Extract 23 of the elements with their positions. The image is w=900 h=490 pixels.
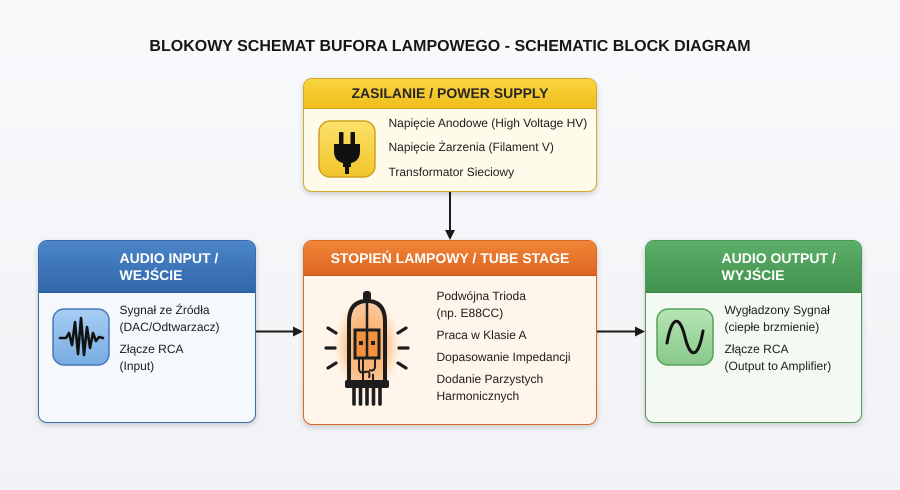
item-text: Podwójna Trioda (np. E88CC) — [436, 288, 526, 322]
item-text: Złącze RCA (Output to Amplifier) — [724, 340, 832, 374]
item-text: Dodanie Parzystych Harmonicznych — [436, 370, 544, 404]
arrow — [256, 326, 303, 336]
item-text: Sygnał ze Źródła (DAC/Odtwarzacz) — [120, 302, 220, 336]
item-text: Napięcie Żarzenia (Filament V) — [388, 139, 554, 156]
item-text: Praca w Klasie A — [436, 326, 527, 344]
block-heading: AUDIO OUTPUT / WYJŚCIE — [722, 250, 836, 284]
block-card — [303, 78, 597, 192]
item-text: Wygładzony Sygnał (ciepłe brzmienie) — [724, 302, 830, 336]
block-heading: AUDIO INPUT / WEJŚCIE — [120, 250, 218, 284]
block-card — [38, 240, 256, 423]
arrow — [597, 326, 645, 336]
diagram-title: BLOKOWY SCHEMAT BUFORA LAMPOWEGO - SCHEMATIC BLOCK DIAGRAM — [149, 37, 751, 56]
arrow — [445, 192, 455, 240]
block-heading: ZASILANIE / POWER SUPPLY — [351, 85, 549, 102]
item-text: Złącze RCA (Input) — [120, 340, 184, 374]
item-text: Dopasowanie Impedancji — [436, 348, 571, 366]
block-heading: STOPIEŃ LAMPOWY / TUBE STAGE — [330, 250, 570, 266]
block-card — [303, 240, 597, 425]
item-text: Transformator Sieciowy — [388, 164, 514, 180]
item-text: Napięcie Anodowe (High Voltage HV) — [388, 114, 588, 132]
block-card — [645, 240, 862, 423]
